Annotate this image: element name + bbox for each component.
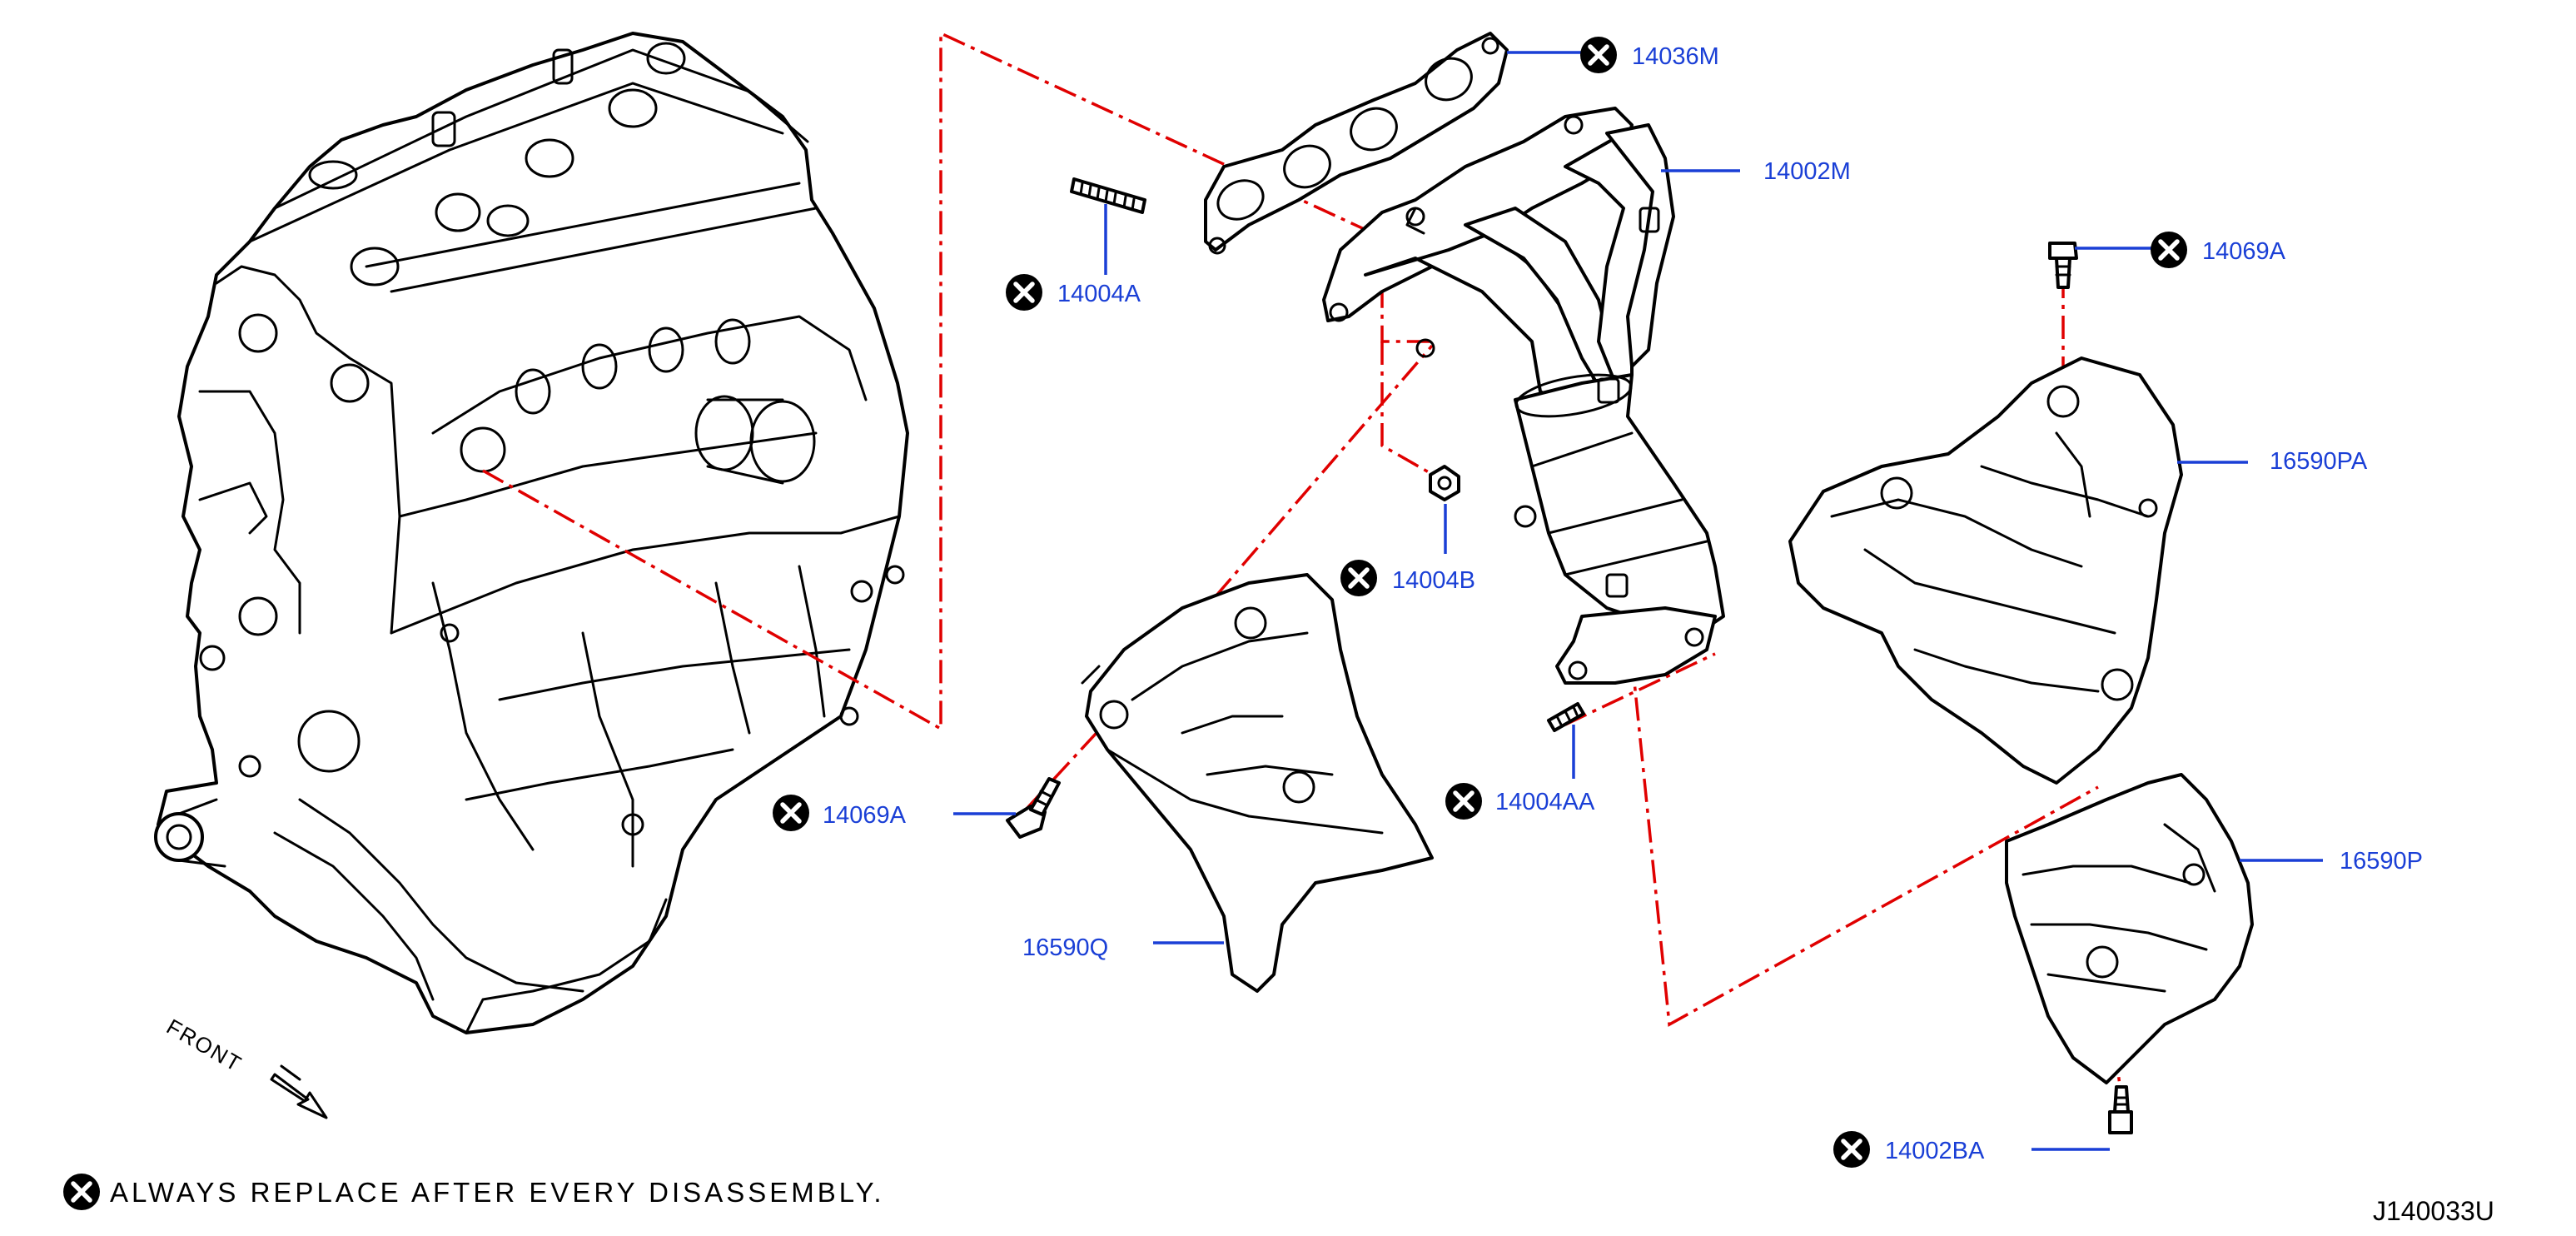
x-circle-icon: [1340, 560, 1377, 596]
callout-14069A-left: 14069A: [823, 802, 907, 829]
stud-14004AA: [1547, 702, 1585, 732]
heat-shield-16590Q: [1081, 573, 1434, 993]
callout-16590PA: 16590PA: [2270, 448, 2368, 475]
nut-14004B: [1429, 465, 1460, 501]
note-text: ALWAYS REPLACE AFTER EVERY DISASSEMBLY.: [110, 1177, 885, 1208]
chain-line-cat-stud: [1564, 652, 1716, 726]
bolt-14069A-right: [2048, 242, 2078, 289]
callout-14004A: 14004A: [1057, 281, 1141, 307]
x-circle-icon: [1006, 274, 1042, 311]
x-circle-icon: [1580, 37, 1617, 73]
x-circle-icon: [773, 795, 809, 831]
heat-shield-16590P: [2005, 773, 2254, 1084]
callout-14069A-right: 14069A: [2202, 238, 2286, 265]
x-circle-icon: [1833, 1131, 1870, 1168]
heat-shield-16590PA: [1788, 356, 2183, 785]
x-circle-icon: [63, 1174, 100, 1210]
exhaust-manifold-gasket: [1204, 32, 1509, 255]
callout-16590Q: 16590Q: [1022, 934, 1108, 961]
part-number-labels: 14036M 14002M 14004A 14069A 16590PA 1400…: [823, 43, 2423, 1164]
exhaust-manifold-catalyst: [1322, 107, 1725, 685]
arrow-down-right-icon: [270, 1064, 328, 1119]
engine-assembly: [154, 32, 909, 1034]
bolt-14002BA: [2108, 1085, 2133, 1134]
callout-14036M: 14036M: [1632, 43, 1719, 70]
front-indicator: FRONT: [162, 1014, 328, 1119]
x-circle-icon: [1445, 783, 1482, 820]
callout-14002M: 14002M: [1763, 158, 1851, 185]
diagram-code: J140033U: [2373, 1196, 2494, 1226]
chain-line-flange: [1380, 341, 1441, 481]
stud-14004A: [1070, 177, 1146, 214]
chain-line-cat-lower: [1626, 616, 2099, 1027]
chain-line-head: [482, 31, 1432, 731]
callout-14004B: 14004B: [1392, 567, 1475, 594]
callout-14004AA: 14004AA: [1495, 789, 1595, 815]
replacement-note: ALWAYS REPLACE AFTER EVERY DISASSEMBLY.: [110, 1177, 885, 1208]
callout-14002BA: 14002BA: [1885, 1138, 1985, 1164]
x-circle-icon: [2151, 232, 2187, 268]
callout-16590P: 16590P: [2340, 848, 2423, 875]
bolt-14069A-left: [1006, 777, 1061, 839]
front-label: FRONT: [162, 1014, 246, 1077]
